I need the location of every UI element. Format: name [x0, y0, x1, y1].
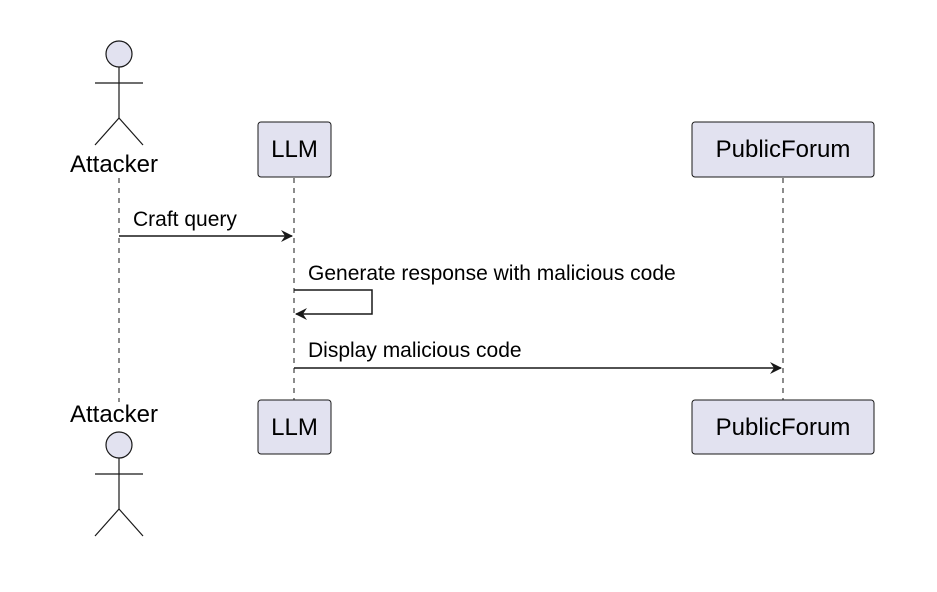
actor-attacker-bottom-label: Attacker	[70, 401, 158, 428]
message-display-code-label: Display malicious code	[308, 339, 522, 362]
participant-publicforum-top: PublicForum	[691, 121, 875, 178]
message-craft-query-label: Craft query	[133, 208, 237, 231]
message-craft-query: Craft query	[119, 208, 293, 242]
participant-llm-bottom-label: LLM	[271, 414, 318, 441]
participant-llm-top: LLM	[257, 121, 332, 178]
participant-llm-top-label: LLM	[271, 136, 318, 163]
message-generate-response-label: Generate response with malicious code	[308, 262, 676, 285]
message-generate-response: Generate response with malicious code	[294, 262, 676, 320]
actor-attacker-top: Attacker	[70, 40, 158, 178]
message-generate-response-arrow	[294, 289, 373, 320]
message-display-code: Display malicious code	[294, 339, 782, 374]
participant-llm-bottom: LLM	[257, 399, 332, 455]
actor-attacker-top-label: Attacker	[70, 151, 158, 178]
participant-publicforum-top-label: PublicForum	[716, 136, 851, 163]
participant-publicforum-bottom: PublicForum	[691, 399, 875, 455]
actor-attacker-bottom: Attacker	[70, 401, 158, 537]
participant-publicforum-bottom-label: PublicForum	[716, 414, 851, 441]
